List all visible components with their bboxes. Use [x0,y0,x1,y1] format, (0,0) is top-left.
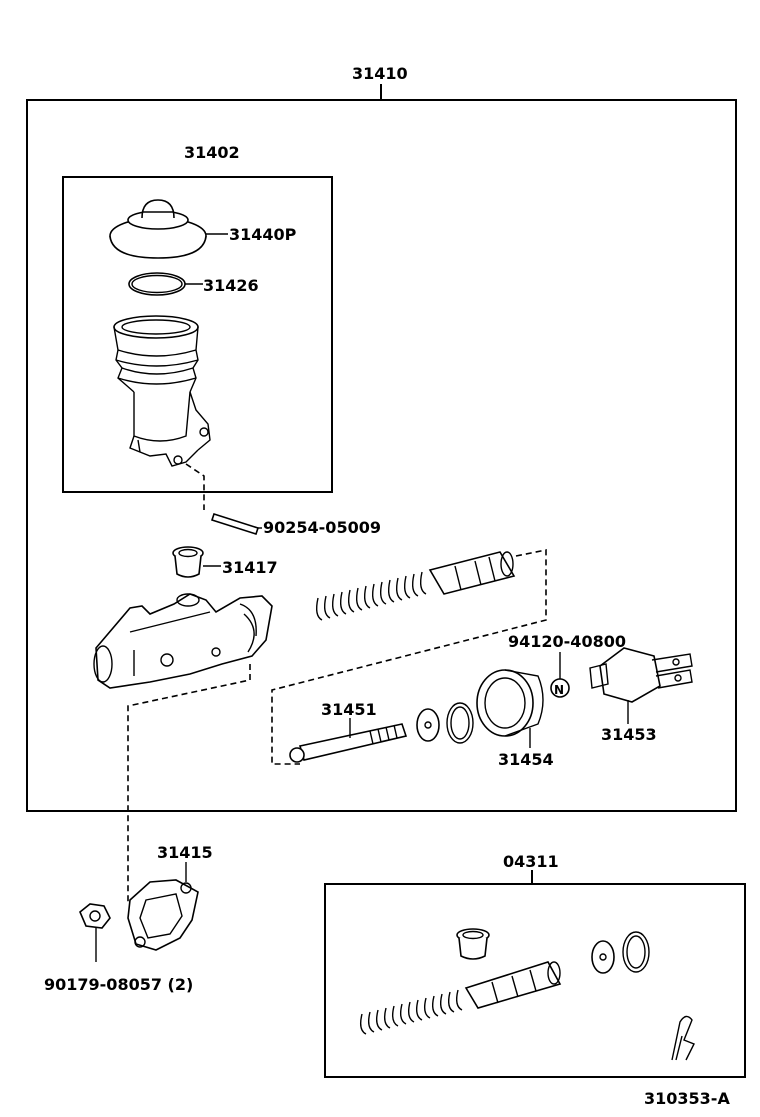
boot [476,669,544,737]
master-cylinder-body [93,593,273,689]
reservoir-cap [109,199,207,259]
label-assembly: 31410 [352,64,408,83]
push-rod [289,723,408,763]
clevis [589,647,693,703]
label-boot: 31454 [498,750,554,769]
grommet [172,546,204,578]
kit-snap-ring [622,931,650,973]
reservoir-body [113,315,211,467]
nut-n: N [550,678,570,698]
label-pushrod: 31451 [321,700,377,719]
kit-piston-spring [359,961,562,1035]
label-mount-nut: 90179-08057 (2) [44,975,193,994]
piston-dash [271,549,547,765]
piston-spring [315,551,516,621]
label-reservoir: 31402 [184,143,240,162]
reservoir-frame [62,176,333,493]
label-nut: 94120-40800 [508,632,626,651]
kit-washer [591,940,615,974]
body-dash [127,664,251,904]
illustration-number: 310353-A [644,1089,730,1108]
reservoir-gasket [128,272,186,296]
spring-pin [210,512,260,536]
repair-kit-frame [324,883,746,1078]
reservoir-dash [185,463,205,510]
label-clevis: 31453 [601,725,657,744]
label-mount-gasket: 31415 [157,843,213,862]
kit-clip [671,1015,695,1061]
label-pin: 90254-05009 [263,518,381,537]
n-mark: N [554,683,564,697]
mount-gasket [127,879,199,951]
label-cap: 31440P [229,225,297,244]
label-gasket: 31426 [203,276,259,295]
label-grommet: 31417 [222,558,278,577]
mount-nut [79,903,111,929]
kit-grommet [456,928,490,960]
washer [416,708,440,742]
label-repair-kit: 04311 [503,852,559,871]
snap-ring [446,702,474,744]
